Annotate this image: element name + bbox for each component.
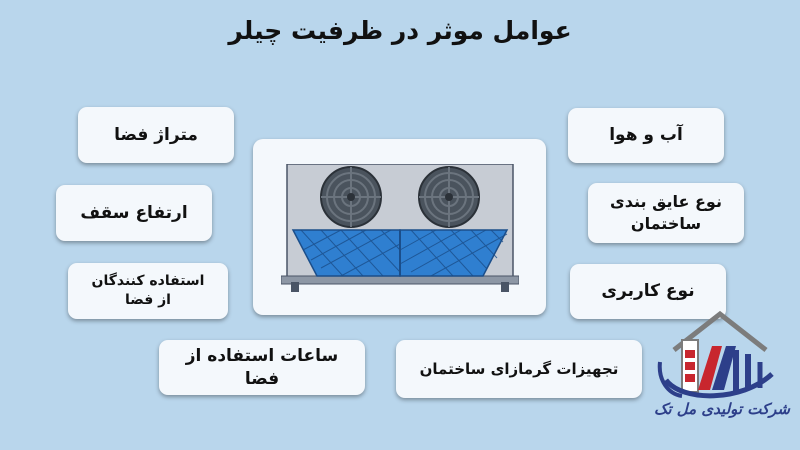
factor-label: ارتفاع سقف — [80, 202, 188, 223]
chiller-icon — [281, 164, 519, 292]
factor-card-heating-equipment: تجهیزات گرمازای ساختمان — [396, 340, 642, 398]
factor-card-usage-hours: ساعات استفاده از فضا — [159, 340, 365, 395]
page-title: عوامل موثر در ظرفیت چیلر — [228, 16, 572, 45]
company-logo-icon — [657, 310, 774, 399]
factor-label: ساعات استفاده از فضا — [185, 345, 339, 389]
factor-card-ceiling-height: ارتفاع سقف — [56, 185, 212, 241]
factor-card-occupants: استفاده کنندگان از فضا — [68, 263, 228, 319]
factor-card-climate: آب و هوا — [568, 108, 724, 163]
factor-label-line2: ساختمان — [630, 214, 702, 233]
factor-label-line1: استفاده کنندگان — [91, 273, 205, 290]
company-name: شرکت تولیدی مل تک — [653, 400, 790, 418]
factor-label-line2: از فضا — [125, 292, 171, 308]
factor-label: نوع کاربری — [601, 281, 695, 302]
factor-label: تجهیزات گرمازای ساختمان — [419, 359, 619, 378]
factor-card-usage-type: نوع کاربری — [570, 264, 726, 319]
factor-label: آب و هوا — [609, 125, 683, 146]
factor-label: متراژ فضا — [114, 124, 198, 145]
factor-label-line1: نوع عایق بندی — [610, 192, 722, 212]
factor-card-area: متراژ فضا — [78, 107, 234, 163]
factor-card-insulation: نوع عایق بندی ساختمان — [588, 183, 744, 243]
